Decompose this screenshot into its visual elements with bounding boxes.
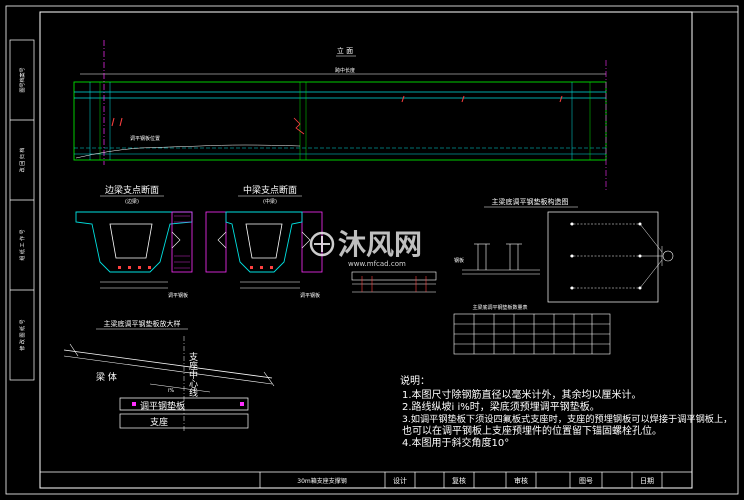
- note-line-2: 2.路线纵坡i i%时，梁底须预埋调平钢垫板。: [402, 400, 600, 413]
- side-label-4: 修 改 图 纸 号: [19, 319, 26, 350]
- plate-left-note: 钢板: [454, 257, 464, 264]
- quantity-table: [453, 313, 611, 355]
- watermark-brand: 沐风网: [338, 228, 422, 261]
- side-label-3: 组 纸 工 作 号: [19, 229, 26, 260]
- elevation-sub-label: 调平钢板位置: [130, 135, 160, 142]
- watermark: 沐风网 www.mfcad.com: [309, 228, 422, 268]
- notes-heading: 说明：: [400, 374, 430, 387]
- section-mid-title: 中梁支点断面: [243, 184, 297, 196]
- note-line-4: 也可以在调平钢板上支座预埋件的位置留下锚固螺栓孔位。: [402, 424, 662, 437]
- enlarged-support-label: 支座: [150, 416, 168, 428]
- side-label-1: 图号档案号: [19, 67, 26, 92]
- enlarged-beam-label: 梁 体: [96, 371, 117, 383]
- title-block: 30m箱支座支撑钢 设计 复核 审核 图号 日期: [40, 471, 692, 488]
- plate-detail: 主梁底调平钢垫板构造图 钢板: [351, 197, 674, 355]
- section-mid-subtitle: (中梁): [263, 198, 277, 205]
- section-edge-note: 调平钢板: [168, 292, 188, 299]
- watermark-url: www.mfcad.com: [348, 260, 406, 268]
- enlarged-axis-label: 支座中心线: [187, 351, 198, 397]
- title-cell-number: 图号: [579, 477, 593, 485]
- title-cell-design: 设计: [393, 476, 407, 485]
- title-cell-check: 复核: [452, 476, 466, 485]
- plate-table-title: 主梁底调平钢垫板数量表: [472, 304, 527, 311]
- enlarged-detail: 主梁底调平钢垫板放大样 梁 体 i% 调平钢垫板 支座 支座中心线: [63, 319, 275, 432]
- title-cell-date: 日期: [640, 477, 654, 485]
- enlarged-slope-label: i%: [168, 388, 174, 394]
- title-block-name: 30m箱支座支撑钢: [297, 477, 346, 485]
- section-edge-subtitle: (边梁): [125, 198, 139, 205]
- section-mid-note: 调平钢板: [300, 292, 320, 299]
- note-line-5: 4.本图用于斜交角度10°: [402, 436, 509, 449]
- enlarged-plate-label: 调平钢垫板: [140, 400, 185, 412]
- section-edge-beam: 边梁支点断面 (边梁) 调平钢板: [75, 184, 193, 299]
- inner-frame: [39, 11, 693, 489]
- note-line-3: 3.如调平钢垫板下须设四氟板式支座时，支座的预埋钢板可以焊接于调平钢板上，: [402, 413, 732, 425]
- note-line-1: 1.本图尺寸除钢筋直径以毫米计外，其余均以厘米计。: [402, 388, 642, 401]
- left-strip: 图号档案号 改 回 归 档 组 纸 工 作 号 修 改 图 纸 号: [9, 39, 35, 381]
- title-cell-review: 审核: [514, 476, 528, 485]
- plate-detail-title: 主梁底调平钢垫板构造图: [492, 197, 569, 206]
- elevation-dim-label: 跨中长度: [335, 67, 355, 74]
- outer-frame: [5, 5, 739, 495]
- side-label-2: 改 回 归 档: [19, 148, 26, 173]
- elevation-view: 立 面 跨中长度 调平钢板位置: [73, 40, 607, 190]
- notes-block: 说明： 1.本图尺寸除钢筋直径以毫米计外，其余均以厘米计。 2.路线纵坡i i%…: [400, 374, 732, 449]
- section-mid-beam: 中梁支点断面 (中梁) 调平钢板: [205, 184, 323, 299]
- elevation-title: 立 面: [337, 46, 353, 55]
- enlarged-title: 主梁底调平钢垫板放大样: [104, 319, 181, 328]
- section-edge-title: 边梁支点断面: [105, 184, 159, 196]
